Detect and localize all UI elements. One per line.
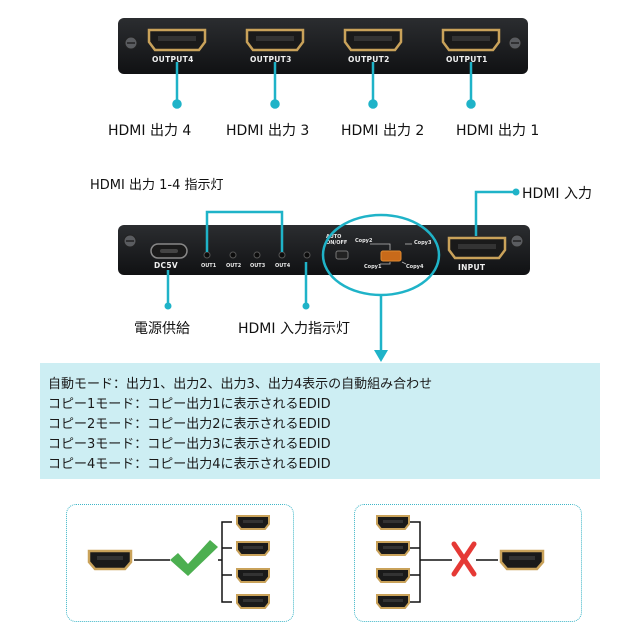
port-label-output3: OUTPUT3	[250, 55, 292, 64]
mode-button[interactable]	[335, 250, 349, 260]
info-line-auto: 自動モード：出力1、出力2、出力3、出力4表示の自動組み合わせ	[48, 377, 433, 392]
cross-icon	[451, 541, 477, 577]
label-input-indicator: HDMI 入力指示灯	[238, 321, 350, 337]
device-connectors	[164, 188, 520, 362]
hdmi-port-icon	[147, 28, 207, 52]
label-hdmi-out-1: HDMI 出力 1	[456, 123, 540, 139]
wrong-diagram	[376, 515, 545, 609]
wrong-usage-box	[354, 504, 582, 622]
screw-icon	[510, 234, 524, 248]
led-out2: OUT2	[226, 263, 242, 269]
indicator-heading: HDMI 出力 1-4 指示灯	[90, 178, 224, 193]
auto-label: AUTO ON/OFF	[326, 234, 348, 246]
port-label-output2: OUTPUT2	[348, 55, 390, 64]
dc-jack-icon	[150, 243, 188, 259]
info-line-copy2: コピー2モード：コピー出力2に表示されるEDID	[48, 417, 331, 432]
copy-led-icon	[380, 250, 402, 262]
copy4-label: Copy4	[406, 264, 424, 270]
screw-icon	[123, 234, 137, 248]
input-port-label: INPUT	[458, 263, 486, 272]
output-connectors	[172, 62, 476, 109]
check-icon	[170, 540, 218, 576]
info-line-copy3: コピー3モード：コピー出力3に表示されるEDID	[48, 437, 331, 452]
screw-icon	[124, 36, 138, 50]
led-out1: OUT1	[201, 263, 217, 269]
label-hdmi-out-2: HDMI 出力 2	[341, 123, 425, 139]
copy-lines	[370, 243, 412, 265]
mode-info-box: 自動モード：出力1、出力2、出力3、出力4表示の自動組み合わせ コピー1モード：…	[40, 363, 600, 479]
hdmi-port-icon	[245, 28, 305, 52]
copy1-label: Copy1	[364, 264, 382, 270]
led-indicators	[203, 251, 311, 259]
hdmi-port-icon	[447, 236, 507, 260]
screw-icon	[508, 36, 522, 50]
copy3-label: Copy3	[414, 240, 432, 246]
hdmi-port-icon	[441, 28, 501, 52]
hdmi-port-icon	[343, 28, 403, 52]
usage-diagrams	[87, 515, 545, 609]
led-out4: OUT4	[275, 263, 291, 269]
copy2-label: Copy2	[355, 238, 373, 244]
port-label-output4: OUTPUT4	[152, 55, 194, 64]
info-line-copy1: コピー1モード：コピー出力1に表示されるEDID	[48, 397, 331, 412]
label-hdmi-input: HDMI 入力	[522, 186, 592, 202]
info-line-copy4: コピー4モード：コピー出力4に表示されるEDID	[48, 457, 331, 472]
correct-usage-box	[66, 504, 294, 622]
label-hdmi-out-3: HDMI 出力 3	[226, 123, 310, 139]
dc-label: DC5V	[154, 261, 178, 270]
correct-diagram	[87, 515, 270, 609]
label-hdmi-out-4: HDMI 出力 4	[108, 123, 192, 139]
port-label-output1: OUTPUT1	[446, 55, 488, 64]
led-out3: OUT3	[250, 263, 266, 269]
label-power-supply: 電源供給	[134, 321, 190, 337]
